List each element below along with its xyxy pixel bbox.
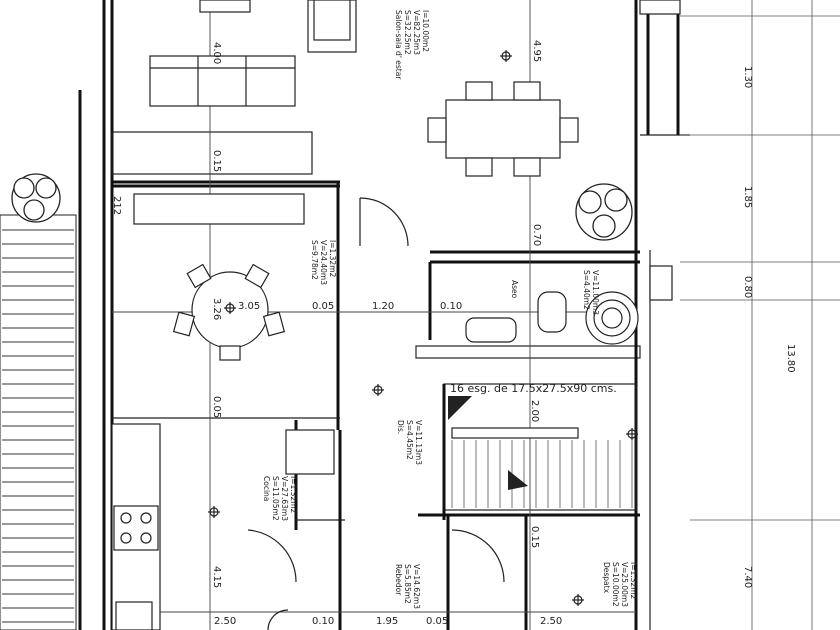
svg-text:S=4.40m2: S=4.40m2 [582,270,591,310]
tree-left [11,173,61,223]
dim-right-total: 13.80 [785,344,796,373]
sofa-large [149,55,296,107]
svg-text:S=5.85m2: S=5.85m2 [403,564,412,604]
terrace-hatch [0,214,77,630]
svg-text:S=32.25m2: S=32.25m2 [403,10,412,55]
interior-walls [111,131,641,630]
dim-010-mid: 0.10 [440,301,462,312]
svg-text:Rebedor: Rebedor [394,564,403,596]
svg-text:V=14.62m3: V=14.62m3 [412,564,421,609]
dim-bottom-250-right: 2.50 [540,616,562,627]
dining-table [427,81,579,177]
svg-text:Cocina: Cocina [262,476,271,501]
svg-text:S=11.05m2: S=11.05m2 [271,476,280,521]
armchair [307,0,357,53]
room-cocina: Cocina S=11.05m2 V=27.63m3 I=1.32m2 [262,476,298,521]
dim-left-015: 0.15 [211,150,222,172]
svg-text:Dis.: Dis. [396,420,405,434]
dim-right-3: 0.80 [742,276,753,298]
svg-text:S=10.00m2: S=10.00m2 [611,562,620,607]
tree-right [575,183,633,241]
dim-bottom-005: 0.05 [426,616,448,627]
bathroom-fixtures [465,291,639,345]
dim-070: 0.70 [531,224,542,246]
svg-text:V=11.13m3: V=11.13m3 [414,420,423,465]
svg-text:Despatx: Despatx [602,562,611,594]
svg-text:V=27.63m3: V=27.63m3 [280,476,289,521]
kitchen-counter [111,423,335,630]
dim-bottom-010: 0.10 [312,616,334,627]
sideboard [133,193,305,225]
dim-bottom-250-left: 2.50 [214,616,236,627]
dim-212: 212 [111,196,122,215]
svg-text:V=11.00m3: V=11.00m3 [591,270,600,315]
dim-305: 3.05 [238,301,260,312]
room-distribuidor: Dis. S=4.45m2 V=11.13m3 [396,420,423,465]
svg-text:V=82.25m3: V=82.25m3 [412,10,421,55]
svg-text:I=1.32m2: I=1.32m2 [328,240,337,278]
stair [448,396,633,508]
electrical-symbols [208,50,638,606]
dimension-labels: 4.00 4.95 1.30 1.85 0.80 13.80 7.40 0.15… [111,40,796,627]
doors [247,197,505,630]
dim-top-right: 4.95 [531,40,542,62]
dim-bottom-195: 1.95 [376,616,398,627]
svg-text:Salon-sala d' estar: Salon-sala d' estar [394,10,403,80]
dim-right-bottom: 7.40 [742,566,753,588]
svg-text:S=9.78m2: S=9.78m2 [310,240,319,280]
svg-text:I=1.32m2: I=1.32m2 [629,562,638,600]
dim-415: 4.15 [211,566,222,588]
dim-right-2: 1.85 [742,186,753,208]
room-labels: Salon-sala d' estar S=32.25m2 V=82.25m3 … [262,10,638,609]
svg-text:S=4.45m2: S=4.45m2 [405,420,414,460]
dim-right-1: 1.30 [742,66,753,88]
svg-text:V=25.00m3: V=25.00m3 [620,562,629,607]
dim-top-left: 4.00 [211,42,222,64]
right-column [639,0,681,301]
dim-120: 1.20 [372,301,394,312]
svg-text:I=10.00m2: I=10.00m2 [421,10,430,52]
dim-005-mid: 0.05 [312,301,334,312]
svg-text:V=24.40m3: V=24.40m3 [319,240,328,285]
svg-text:I=1.32m2: I=1.32m2 [289,476,298,514]
room-aseo: S=4.40m2 V=11.00m3 [582,270,600,315]
room-rebedor: Rebedor S=5.85m2 V=14.62m3 [394,564,421,609]
dim-326: 3.26 [211,298,222,320]
room-aseo-name: Aseo [510,280,519,299]
dim-right-015: 0.15 [529,526,540,548]
dim-005-left: 0.05 [211,396,222,418]
room-despacho: Despatx S=10.00m2 V=25.00m3 I=1.32m2 [602,562,638,607]
dim-stair-200: 2.00 [529,400,540,422]
room-salon: Salon-sala d' estar S=32.25m2 V=82.25m3 … [394,10,430,80]
tv-unit [199,0,251,13]
stair-label: 16 esg. de 17.5x27.5x90 cms. [450,382,617,395]
room-comedor: S=9.78m2 V=24.40m3 I=1.32m2 [310,240,337,285]
